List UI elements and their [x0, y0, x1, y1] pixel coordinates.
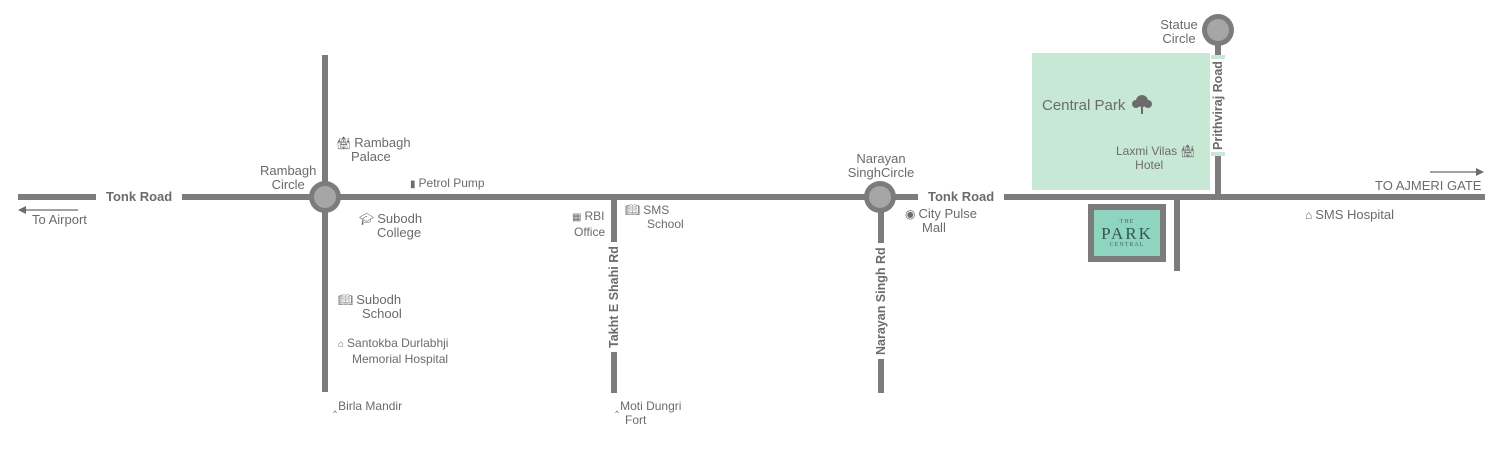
subodh-college-line1: Subodh — [377, 211, 423, 226]
rambagh-circle-line2: Circle — [271, 177, 305, 192]
santokba-hospital-landmark: ⌂Santokba Durlabhji Memorial Hospital — [338, 336, 448, 366]
statue-circle-marker — [1202, 14, 1234, 46]
rambagh-road-vertical — [322, 55, 328, 392]
moti-dungri-landmark: ‸Moti Dungri Fort — [615, 399, 681, 427]
the-park-central-logo: THE PARK CENTRAL — [1088, 204, 1166, 262]
rambagh-circle-line1: Rambagh — [260, 163, 317, 178]
moti-dungri-line2: Fort — [625, 413, 647, 427]
building-icon: ▦ — [572, 212, 582, 223]
logo-the: THE — [1119, 218, 1135, 225]
side-road-near-park-central — [1174, 197, 1180, 271]
city-pulse-mall-landmark: ◉City Pulse Mall — [905, 207, 977, 235]
hospital-icon: ⌂ — [1305, 208, 1313, 222]
rbi-office-landmark: ▦RBI Office — [572, 209, 605, 239]
central-park-label: Central Park — [1042, 97, 1126, 114]
subodh-school-landmark: 📖︎Subodh School — [338, 293, 402, 321]
takht-e-shahi-road-label: Takht E Shahi Rd — [607, 242, 621, 352]
arrow-right-icon — [1430, 168, 1484, 176]
book-icon: 📖︎ — [338, 293, 354, 307]
tonk-road-label-right: Tonk Road — [918, 190, 1005, 204]
rambagh-circle-marker — [309, 181, 341, 213]
rbi-office-line2: Office — [574, 225, 606, 239]
statue-circle-line1: Statue — [1160, 17, 1198, 32]
rambagh-circle-label: Rambagh Circle — [260, 164, 316, 192]
prithviraj-road-label: Prithviraj Road — [1211, 55, 1225, 156]
logo-central: CENTRAL — [1109, 241, 1145, 248]
santokba-line2: Memorial Hospital — [352, 352, 449, 366]
tonk-road-label-left: Tonk Road — [96, 190, 183, 204]
palace-icon: 🏰︎ — [336, 136, 352, 150]
moti-dungri-line1: Moti Dungri — [620, 399, 682, 413]
narayan-circle-label: Narayan SinghCircle — [843, 152, 919, 180]
temple-icon: ‸ — [333, 399, 338, 413]
laxmi-vilas-landmark: Laxmi Vilas🏰︎ Hotel — [1116, 144, 1198, 172]
palace-icon: 🏰︎ — [1180, 144, 1196, 158]
rambagh-palace-landmark: 🏰︎Rambagh Palace — [336, 136, 411, 164]
sms-school-landmark: 📖︎SMS School — [625, 203, 684, 231]
city-pulse-line1: City Pulse — [918, 206, 978, 221]
prithviraj-road-text: Prithviraj Road — [1211, 59, 1225, 152]
to-airport-label: To Airport — [32, 212, 87, 227]
graduation-cap-icon: 🎓︎ — [359, 212, 375, 226]
subodh-school-line2: School — [362, 306, 402, 321]
petrol-pump-text: Petrol Pump — [418, 176, 485, 190]
statue-circle-label: Statue Circle — [1156, 18, 1202, 46]
statue-circle-line2: Circle — [1162, 31, 1196, 46]
birla-mandir-landmark: ‸Birla Mandir — [333, 399, 402, 413]
rambagh-palace-line2: Palace — [351, 149, 391, 164]
city-pulse-line2: Mall — [922, 220, 946, 235]
to-ajmeri-gate-label: TO AJMERI GATE — [1375, 178, 1482, 193]
birla-mandir-text: Birla Mandir — [338, 399, 403, 413]
sms-school-line1: SMS — [643, 203, 670, 217]
rambagh-palace-line1: Rambagh — [354, 135, 411, 150]
sms-school-line2: School — [647, 217, 684, 231]
narayan-singh-road-label: Narayan Singh Rd — [874, 243, 888, 359]
sms-hospital-text: SMS Hospital — [1315, 207, 1394, 222]
logo-inner: THE PARK CENTRAL — [1093, 209, 1161, 257]
narayan-singh-circle-marker — [864, 181, 896, 213]
laxmi-vilas-line2: Hotel — [1135, 158, 1164, 172]
petrol-pump-landmark: ▮Petrol Pump — [410, 176, 485, 192]
book-icon: 📖︎ — [625, 203, 641, 217]
central-park-area — [1032, 53, 1210, 190]
arrow-left-icon — [18, 206, 78, 214]
fort-icon: ‸ — [615, 399, 620, 413]
logo-park: PARK — [1101, 223, 1153, 243]
santokba-line1: Santokba Durlabhji — [347, 336, 449, 350]
narayan-circle-line2: SinghCircle — [847, 165, 915, 180]
tree-icon — [1132, 95, 1152, 114]
subodh-college-landmark: 🎓︎Subodh College — [359, 212, 422, 240]
subodh-college-line2: College — [377, 225, 422, 240]
hospital-icon: ⌂ — [338, 339, 345, 350]
fuel-pump-icon: ▮ — [410, 179, 416, 190]
tonk-road — [18, 194, 1485, 200]
location-pin-icon: ◉ — [905, 207, 916, 221]
narayan-circle-line1: Narayan — [856, 151, 906, 166]
laxmi-vilas-line1: Laxmi Vilas — [1116, 144, 1178, 158]
rbi-office-line1: RBI — [584, 209, 605, 223]
subodh-school-line1: Subodh — [356, 292, 402, 307]
sms-hospital-landmark: ⌂SMS Hospital — [1305, 207, 1394, 223]
